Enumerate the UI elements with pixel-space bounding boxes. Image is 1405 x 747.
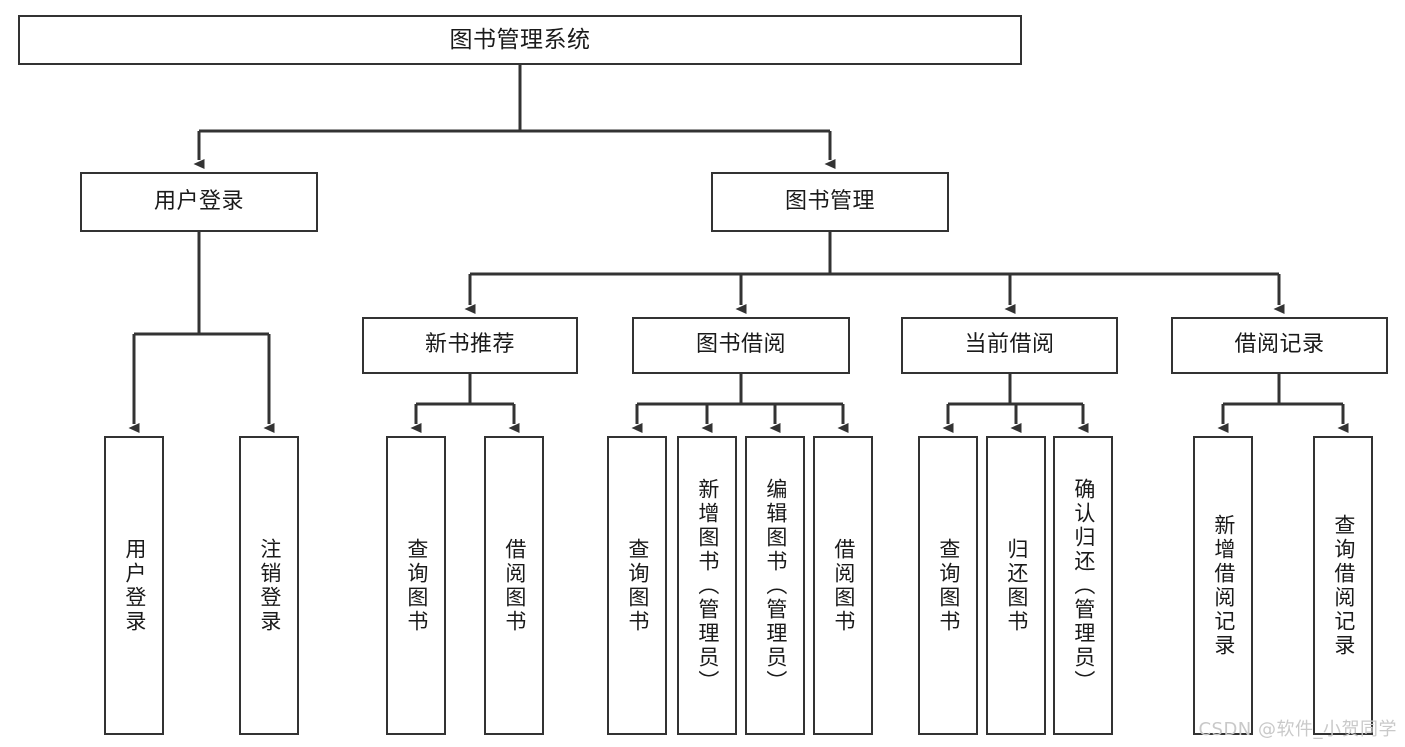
node-label: 归还图书 bbox=[1004, 537, 1029, 634]
node-label: 查询图书 bbox=[404, 537, 429, 634]
node-label: 图书借阅 bbox=[695, 332, 786, 358]
node-leaf-user-login[interactable]: 用户登录 bbox=[104, 436, 164, 735]
node-label: 图书管理 bbox=[784, 188, 875, 214]
node-label: 新增借阅记录 bbox=[1211, 513, 1236, 658]
node-label: 注销登录 bbox=[257, 537, 282, 634]
node-leaf-query-book-2[interactable]: 查询图书 bbox=[607, 436, 667, 735]
node-leaf-query-borrow-record[interactable]: 查询借阅记录 bbox=[1313, 436, 1373, 735]
node-label: 借阅记录 bbox=[1234, 332, 1325, 358]
node-current-borrow[interactable]: 当前借阅 bbox=[901, 317, 1118, 374]
node-leaf-return-book[interactable]: 归还图书 bbox=[986, 436, 1046, 735]
node-label: 查询图书 bbox=[936, 537, 961, 634]
node-label: 新书推荐 bbox=[424, 332, 515, 358]
node-root-book-management-system[interactable]: 图书管理系统 bbox=[18, 15, 1022, 65]
csdn-watermark: CSDN @软件_小贺同学 bbox=[1198, 719, 1397, 740]
node-label: 用户登录 bbox=[122, 537, 147, 634]
node-label: 借阅图书 bbox=[502, 537, 527, 634]
node-new-book-recommend[interactable]: 新书推荐 bbox=[362, 317, 578, 374]
node-book-borrow[interactable]: 图书借阅 bbox=[632, 317, 850, 374]
node-leaf-query-book-1[interactable]: 查询图书 bbox=[386, 436, 446, 735]
node-leaf-borrow-book-2[interactable]: 借阅图书 bbox=[813, 436, 873, 735]
node-label: 编辑图书（管理员） bbox=[763, 477, 788, 694]
node-label: 当前借阅 bbox=[964, 332, 1055, 358]
node-label: 用户登录 bbox=[153, 188, 244, 214]
node-label: 图书管理系统 bbox=[449, 26, 591, 53]
node-label: 确认归还（管理员） bbox=[1071, 477, 1096, 694]
node-leaf-borrow-book-1[interactable]: 借阅图书 bbox=[484, 436, 544, 735]
node-label: 借阅图书 bbox=[831, 537, 856, 634]
node-label: 查询图书 bbox=[625, 537, 650, 634]
node-leaf-query-book-3[interactable]: 查询图书 bbox=[918, 436, 978, 735]
node-leaf-add-book[interactable]: 新增图书（管理员） bbox=[677, 436, 737, 735]
node-book-management[interactable]: 图书管理 bbox=[711, 172, 949, 232]
node-leaf-logout-login[interactable]: 注销登录 bbox=[239, 436, 299, 735]
node-leaf-add-borrow-record[interactable]: 新增借阅记录 bbox=[1193, 436, 1253, 735]
node-leaf-confirm-return[interactable]: 确认归还（管理员） bbox=[1053, 436, 1113, 735]
node-label: 查询借阅记录 bbox=[1331, 513, 1356, 658]
node-leaf-edit-book[interactable]: 编辑图书（管理员） bbox=[745, 436, 805, 735]
node-user-login[interactable]: 用户登录 bbox=[80, 172, 318, 232]
node-label: 新增图书（管理员） bbox=[695, 477, 720, 694]
node-borrow-record[interactable]: 借阅记录 bbox=[1171, 317, 1388, 374]
